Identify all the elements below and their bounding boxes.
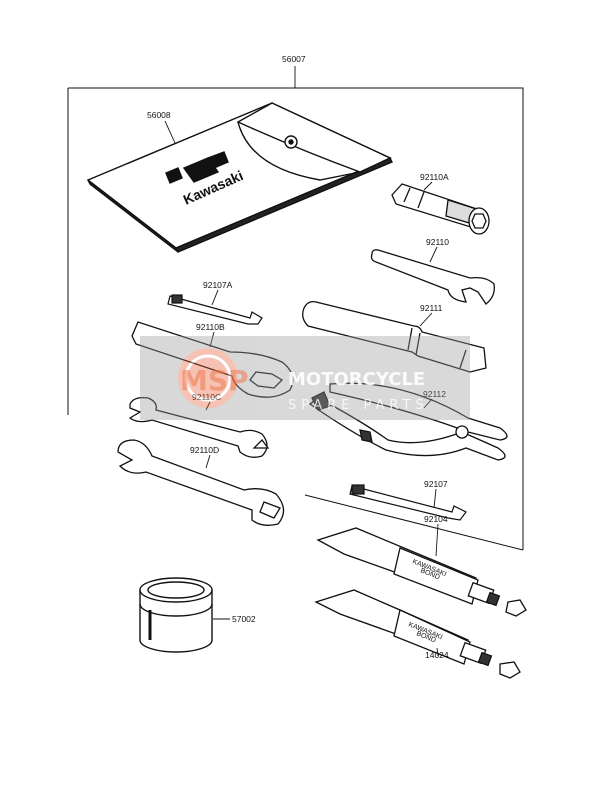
tool-pouch (86, 102, 393, 253)
label-92110b: 92110B (196, 322, 225, 332)
watermark (140, 336, 470, 420)
label-56008: 56008 (147, 110, 171, 120)
watermark-line1: MOTORCYCLE (288, 369, 425, 390)
label-92110d: 92110D (190, 445, 219, 455)
open-end-wrench-large (117, 439, 285, 526)
watermark-badge: MSP (180, 364, 249, 397)
open-end-wrench-small (128, 396, 270, 458)
label-92110c: 92110C (192, 392, 221, 402)
box-socket-wrench (391, 183, 490, 235)
screwdriver-bit (349, 484, 467, 521)
label-92112: 92112 (423, 389, 446, 399)
label-14024: 14024 (425, 650, 449, 660)
label-57002: 57002 (232, 614, 256, 624)
watermark-line2: SPARE PARTS (288, 398, 429, 413)
label-92104: 92104 (424, 514, 448, 524)
label-92107a: 92107A (203, 280, 233, 290)
bond-tube-lower (314, 589, 521, 679)
bond-tube-upper (316, 527, 527, 617)
assembly-frame (67, 87, 524, 551)
label-92110: 92110 (426, 237, 449, 247)
part-labels: 56007 56008 92110A 92110 92107A 92111 92… (147, 54, 449, 660)
leader-lines (164, 66, 439, 657)
pin-spanner (370, 249, 495, 305)
label-92110a: 92110A (420, 172, 449, 182)
label-92107: 92107 (424, 479, 448, 489)
screwdriver-bit-a (167, 294, 263, 325)
screwdriver-handle (302, 300, 487, 373)
label-92111: 92111 (420, 303, 443, 313)
ring-wrench (131, 321, 294, 398)
grease-can (139, 577, 213, 653)
label-56007: 56007 (282, 54, 306, 64)
slip-joint-pliers (308, 382, 508, 461)
